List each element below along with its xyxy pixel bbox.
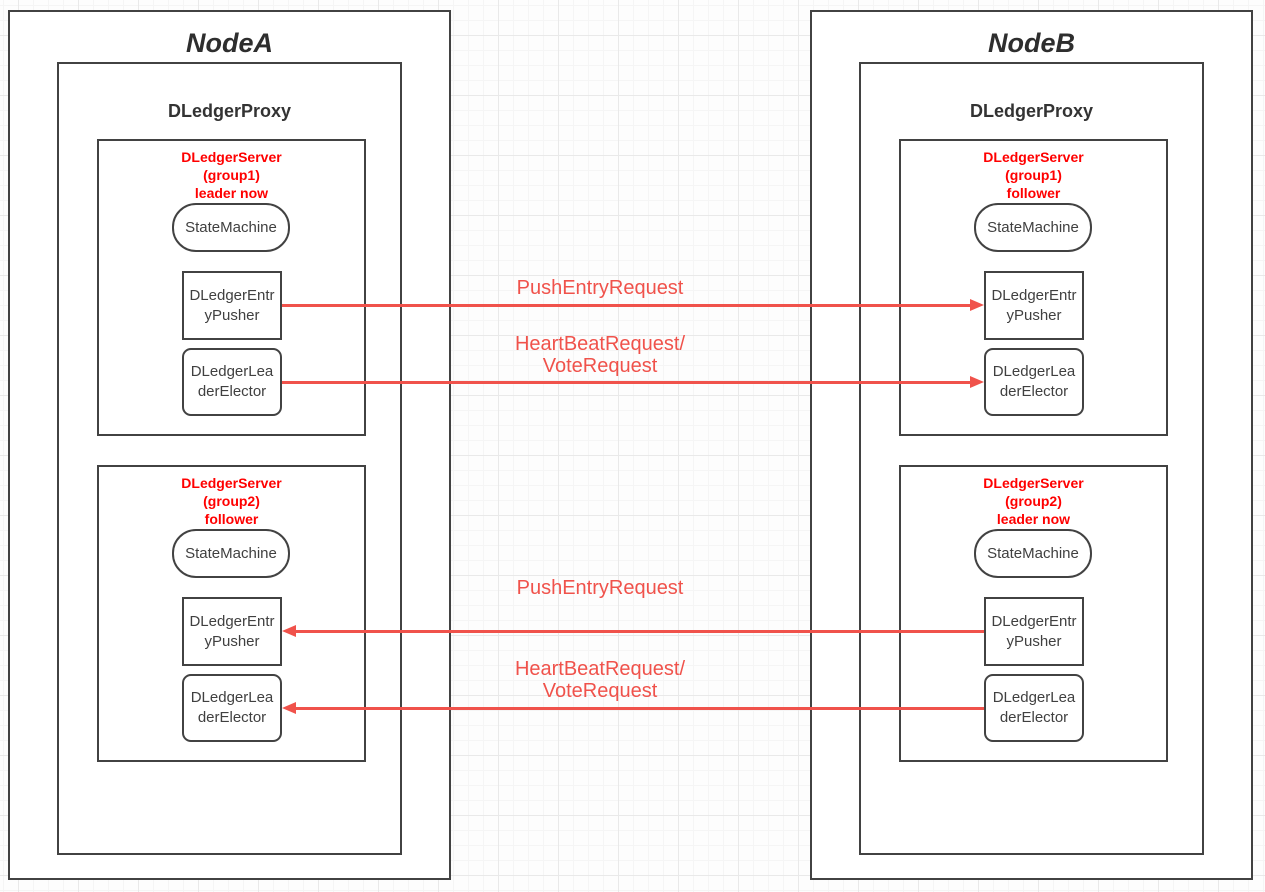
leader-elector-box[interactable]: DLedgerLea derElector xyxy=(984,674,1084,742)
node-b-server-group1-box[interactable]: DLedgerServer (group1) follower StateMac… xyxy=(899,139,1168,436)
entry-pusher-box[interactable]: DLedgerEntr yPusher xyxy=(182,597,282,666)
leader-elector-label-line: derElector xyxy=(999,709,1069,726)
arrow-label-line: PushEntryRequest xyxy=(516,577,684,599)
leader-elector-label-line: derElector xyxy=(197,383,267,400)
entry-pusher-box[interactable]: DLedgerEntr yPusher xyxy=(984,271,1084,340)
arrow-push-entry-b-to-a[interactable] xyxy=(282,625,984,637)
arrow-heartbeat-vote-b-to-a[interactable] xyxy=(282,702,984,714)
state-machine-label: StateMachine xyxy=(185,544,277,562)
arrowhead-right-icon xyxy=(970,299,984,311)
server-title-line: (group2) xyxy=(1005,493,1062,509)
arrow-label-line: VoteRequest xyxy=(542,680,658,702)
state-machine-box[interactable]: StateMachine xyxy=(974,529,1092,578)
arrow-label-heartbeat-vote-bottom: HeartBeatRequest/ VoteRequest xyxy=(430,658,770,702)
node-a-proxy-title: DLedgerProxy xyxy=(167,101,292,121)
entry-pusher-box[interactable]: DLedgerEntr yPusher xyxy=(984,597,1084,666)
arrowhead-left-icon xyxy=(282,625,296,637)
state-machine-box[interactable]: StateMachine xyxy=(172,203,290,252)
leader-elector-box[interactable]: DLedgerLea derElector xyxy=(182,674,282,742)
entry-pusher-label-line: yPusher xyxy=(204,306,260,324)
arrow-label-line: HeartBeatRequest/ xyxy=(514,658,686,680)
state-machine-box[interactable]: StateMachine xyxy=(172,529,290,578)
entry-pusher-label-line: DLedgerEntr xyxy=(189,286,275,304)
node-b-proxy-box[interactable]: DLedgerProxy DLedgerServer (group1) foll… xyxy=(859,62,1204,855)
arrow-line xyxy=(295,707,984,710)
server-title-line: leader now xyxy=(194,185,269,201)
arrow-label-heartbeat-vote-top: HeartBeatRequest/ VoteRequest xyxy=(430,333,770,377)
arrow-label-push-entry-bottom: PushEntryRequest xyxy=(430,577,770,599)
arrowhead-left-icon xyxy=(282,702,296,714)
state-machine-box[interactable]: StateMachine xyxy=(974,203,1092,252)
node-a-box[interactable]: NodeA DLedgerProxy DLedgerServer (group1… xyxy=(8,10,451,880)
node-b-server-group2-box[interactable]: DLedgerServer (group2) leader now StateM… xyxy=(899,465,1168,762)
leader-elector-label-line: derElector xyxy=(197,709,267,726)
leader-elector-label-line: DLedgerLea xyxy=(992,689,1076,706)
leader-elector-label-line: DLedgerLea xyxy=(190,363,274,380)
leader-elector-label-line: DLedgerLea xyxy=(190,689,274,706)
server-title-line: DLedgerServer xyxy=(983,149,1084,165)
server-title-line: DLedgerServer xyxy=(181,149,282,165)
server-title: DLedgerServer (group1) follower xyxy=(901,148,1166,202)
leader-elector-label-line: DLedgerLea xyxy=(992,363,1076,380)
entry-pusher-label-line: DLedgerEntr xyxy=(189,612,275,630)
leader-elector-label-line: derElector xyxy=(999,383,1069,400)
entry-pusher-label-line: yPusher xyxy=(1006,632,1062,650)
server-title-line: (group1) xyxy=(203,167,260,183)
node-b-proxy-title: DLedgerProxy xyxy=(969,101,1094,121)
server-title-line: follower xyxy=(1006,185,1061,201)
state-machine-label: StateMachine xyxy=(185,218,277,236)
leader-elector-box[interactable]: DLedgerLea derElector xyxy=(984,348,1084,416)
entry-pusher-label-line: yPusher xyxy=(1006,306,1062,324)
arrow-label-line: HeartBeatRequest/ xyxy=(514,333,686,355)
leader-elector-box[interactable]: DLedgerLea derElector xyxy=(182,348,282,416)
arrow-label-line: PushEntryRequest xyxy=(516,277,684,299)
entry-pusher-label-line: DLedgerEntr xyxy=(991,286,1077,304)
server-title-line: DLedgerServer xyxy=(983,475,1084,491)
state-machine-label: StateMachine xyxy=(987,544,1079,562)
server-title-line: DLedgerServer xyxy=(181,475,282,491)
server-title-line: leader now xyxy=(996,511,1071,527)
node-b-title: NodeB xyxy=(988,28,1075,58)
arrow-label-push-entry-top: PushEntryRequest xyxy=(430,277,770,299)
server-title: DLedgerServer (group1) leader now xyxy=(99,148,364,202)
node-a-server-group1-box[interactable]: DLedgerServer (group1) leader now StateM… xyxy=(97,139,366,436)
server-title-line: (group1) xyxy=(1005,167,1062,183)
state-machine-label: StateMachine xyxy=(987,218,1079,236)
node-a-title: NodeA xyxy=(186,28,273,58)
server-title-line: follower xyxy=(204,511,259,527)
server-title: DLedgerServer (group2) follower xyxy=(99,474,364,528)
arrow-label-line: VoteRequest xyxy=(542,355,658,377)
arrow-line xyxy=(282,381,971,384)
entry-pusher-label-line: DLedgerEntr xyxy=(991,612,1077,630)
arrow-heartbeat-vote-a-to-b[interactable] xyxy=(282,376,984,388)
entry-pusher-label-line: yPusher xyxy=(204,632,260,650)
arrow-line xyxy=(282,304,971,307)
node-b-box[interactable]: NodeB DLedgerProxy DLedgerServer (group1… xyxy=(810,10,1253,880)
arrow-line xyxy=(295,630,984,633)
node-a-server-group2-box[interactable]: DLedgerServer (group2) follower StateMac… xyxy=(97,465,366,762)
server-title-line: (group2) xyxy=(203,493,260,509)
arrow-push-entry-a-to-b[interactable] xyxy=(282,299,984,311)
node-a-proxy-box[interactable]: DLedgerProxy DLedgerServer (group1) lead… xyxy=(57,62,402,855)
arrowhead-right-icon xyxy=(970,376,984,388)
server-title: DLedgerServer (group2) leader now xyxy=(901,474,1166,528)
entry-pusher-box[interactable]: DLedgerEntr yPusher xyxy=(182,271,282,340)
